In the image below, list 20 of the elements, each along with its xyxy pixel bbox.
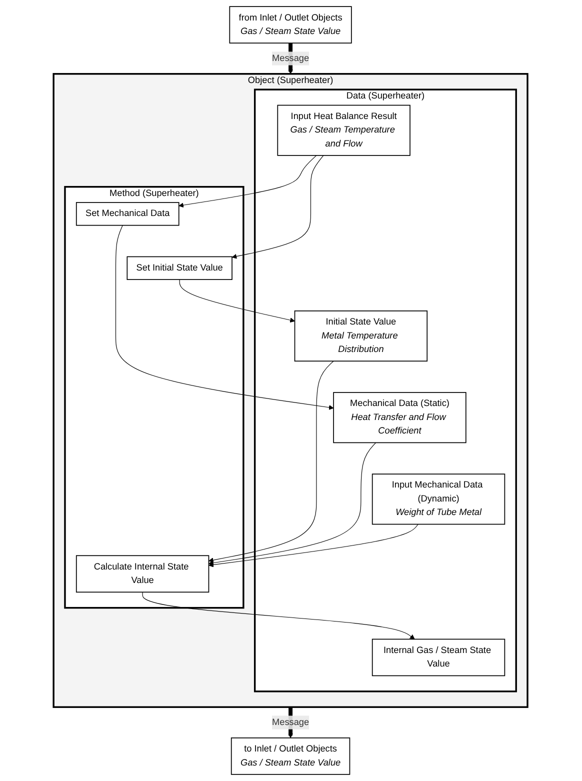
arrow (116, 225, 334, 410)
node-box: Initial State Value Metal Temperature Distribution (294, 310, 428, 362)
node-box: Input Mechanical Data (Dynamic) Weight of Tube Metal (372, 474, 506, 525)
node-box: Input Heat Balance Result Gas / Steam Temperature and Flow (278, 104, 411, 156)
node-box: Calculate Internal State Value (76, 555, 210, 593)
arrow (179, 155, 318, 208)
node-box: to Inlet / Outlet Objects Gas / Steam State Value (231, 737, 351, 775)
node-box: Set Mechanical Data (76, 202, 180, 226)
arrow (142, 592, 416, 640)
edge-label: Message (272, 717, 310, 728)
arrow (208, 442, 377, 566)
arrow (232, 155, 324, 259)
node-box: from Inlet / Outlet Objects Gas / Steam State Value (230, 6, 352, 44)
arrow (208, 360, 334, 563)
node-box: Internal Gas / Steam State Value (372, 638, 506, 676)
arrow (208, 524, 419, 568)
node-box: Set Initial State Value (127, 256, 233, 280)
node-box: Mechanical Data (Static) Heat Transfer and Flow Coefficient (334, 392, 467, 444)
arrow (180, 279, 296, 323)
edge-label: Message (272, 53, 310, 64)
